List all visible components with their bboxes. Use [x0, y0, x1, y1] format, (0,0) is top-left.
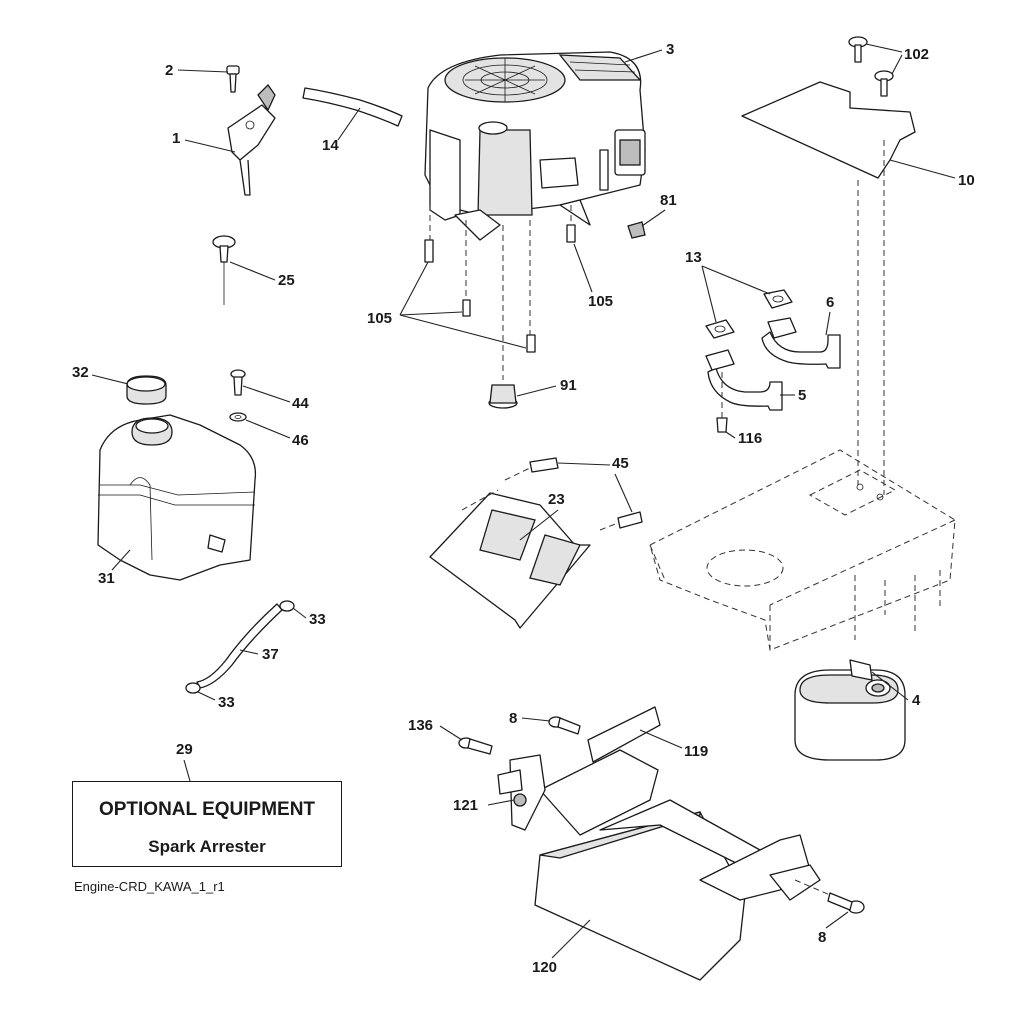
callout-31: 31 [98, 570, 115, 587]
callout-25: 25 [278, 272, 295, 289]
drawing-id-label: Engine-CRD_KAWA_1_r1 [74, 879, 225, 894]
bracket-part-121 [497, 754, 546, 831]
callout-13: 13 [685, 249, 702, 266]
optional-equipment-title: OPTIONAL EQUIPMENT [98, 799, 316, 820]
bracket-part-119 [539, 706, 661, 836]
screw-part-2 [226, 65, 240, 93]
dipstick-part-25 [212, 235, 236, 305]
fuel-tank-part-31 [97, 414, 257, 581]
heat-shield-part-120 [534, 799, 821, 981]
callout-33-a: 33 [309, 611, 326, 628]
callout-119: 119 [684, 743, 708, 760]
callout-8-b: 8 [818, 929, 826, 946]
callout-116: 116 [738, 430, 762, 447]
clamp-part-33-bottom [185, 682, 201, 694]
bolt-part-8-bottom [827, 892, 865, 914]
callout-4: 4 [912, 692, 921, 709]
bushing-part-91 [488, 384, 518, 409]
hose-part-14 [302, 87, 403, 127]
callout-45: 45 [612, 455, 629, 472]
engine-part-3 [424, 51, 646, 241]
bolts-part-105 [424, 224, 576, 353]
screw-part-44 [230, 369, 246, 396]
bolt-part-116 [716, 417, 728, 433]
callout-29: 29 [176, 741, 193, 758]
bolts-part-102 [848, 36, 894, 97]
muffler-part-4 [794, 659, 906, 761]
callout-23: 23 [548, 491, 565, 508]
fuel-line-part-37 [196, 603, 283, 689]
callout-33-b: 33 [218, 694, 235, 711]
callout-8-a: 8 [509, 710, 517, 727]
callout-81: 81 [660, 192, 677, 209]
callout-120: 120 [532, 959, 557, 976]
callout-102: 102 [904, 46, 929, 63]
callout-105-b: 105 [588, 293, 613, 310]
gaskets-part-13 [705, 289, 793, 339]
bolt-part-136 [458, 737, 493, 755]
optional-equipment-box: OPTIONAL EQUIPMENT Spark Arrester [72, 781, 342, 867]
callout-46: 46 [292, 432, 309, 449]
callout-37: 37 [262, 646, 279, 663]
washer-part-46 [229, 412, 247, 422]
fuel-cap-part-32 [126, 375, 167, 405]
callout-14: 14 [322, 137, 339, 154]
exhaust-pipe-part-6 [761, 317, 841, 369]
heat-shield-part-10 [741, 81, 916, 179]
bolt-part-8-top [548, 716, 581, 735]
callout-121: 121 [453, 797, 478, 814]
exhaust-pipe-part-5 [705, 349, 783, 411]
callout-5: 5 [798, 387, 806, 404]
callout-6: 6 [826, 294, 834, 311]
fitting-part-81 [627, 221, 646, 239]
shield-part-23 [429, 492, 591, 629]
callout-32: 32 [72, 364, 89, 381]
throttle-control-part-1 [227, 83, 276, 196]
callout-10: 10 [958, 172, 975, 189]
bolts-part-45 [529, 457, 643, 529]
callout-91: 91 [560, 377, 577, 394]
callout-105-a: 105 [367, 310, 392, 327]
callout-3: 3 [666, 41, 674, 58]
clamp-part-33-top [279, 600, 295, 612]
callout-136: 136 [408, 717, 433, 734]
callout-1: 1 [172, 130, 180, 147]
frame-reference [649, 449, 956, 651]
callout-44: 44 [292, 395, 309, 412]
optional-equipment-subtitle: Spark Arrester [148, 837, 266, 856]
callout-2: 2 [165, 62, 173, 79]
